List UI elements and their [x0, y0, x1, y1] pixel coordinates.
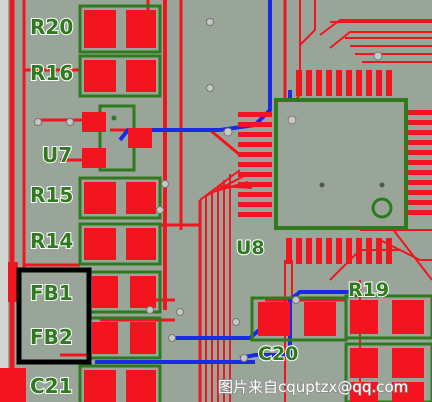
vias [34, 18, 383, 362]
label-r16: R16 [30, 61, 73, 85]
label-r19: R19 [348, 279, 389, 301]
label-u8: U8 [236, 237, 265, 259]
pin1-marker [371, 197, 393, 219]
label-c20: C20 [258, 343, 298, 365]
u8-chip [238, 70, 432, 264]
component-pads [0, 4, 432, 402]
label-fb1: FB1 [30, 281, 73, 305]
label-c21: C21 [30, 374, 73, 398]
silkscreen-labels: R20 R16 U7 R15 R14 FB1 FB2 C21 U8 R19 C2… [29, 14, 390, 399]
label-u7: U7 [42, 143, 72, 167]
label-fb2: FB2 [30, 325, 73, 349]
label-r20: R20 [30, 15, 73, 39]
watermark-text: 图片来自cquptzx@qq.com [218, 378, 408, 396]
label-r15: R15 [30, 183, 73, 207]
board-edge [0, 0, 8, 402]
label-r14: R14 [30, 229, 73, 253]
fb-highlight-box [16, 267, 92, 365]
